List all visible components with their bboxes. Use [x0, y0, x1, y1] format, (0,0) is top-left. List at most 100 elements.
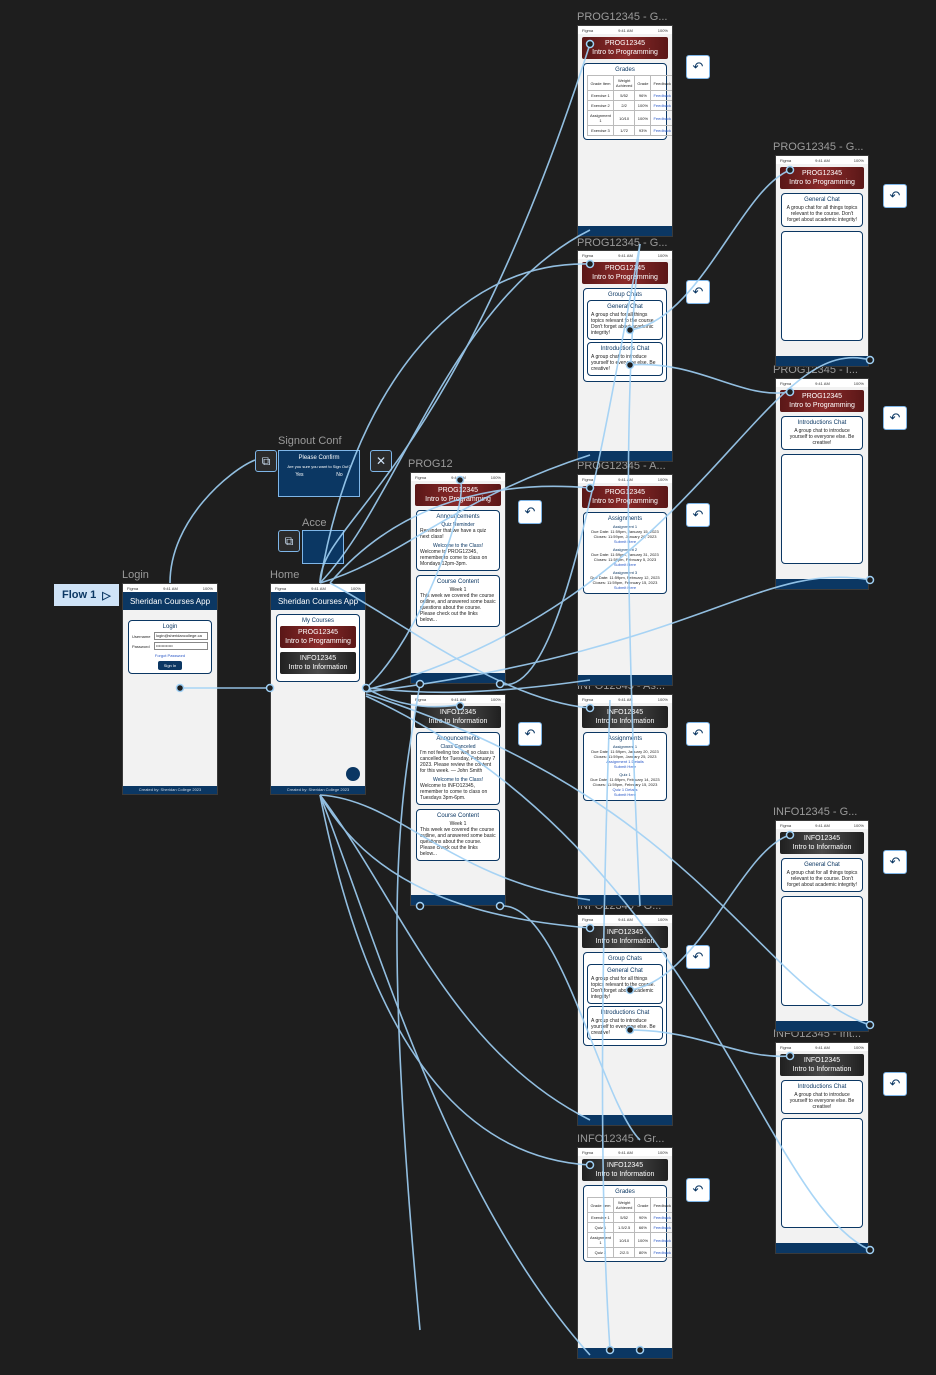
tab-bar[interactable] [776, 356, 868, 366]
details-link[interactable]: Assignment 1 Details [606, 759, 644, 764]
week-text: This week we covered the course outline,… [420, 593, 496, 623]
announcement-title[interactable]: Welcome to the Class! [433, 777, 483, 783]
frame-label-info-general[interactable]: INFO12345 - G... [773, 806, 858, 818]
submit-link[interactable]: Submit Here [613, 764, 637, 769]
flow-label: Flow 1 [62, 589, 97, 601]
forgot-password-link[interactable]: Forgot Password [154, 653, 186, 658]
frame-label-prog-course[interactable]: PROG12 [408, 458, 453, 470]
tab-bar[interactable] [578, 1115, 672, 1125]
frame-label-login[interactable]: Login [122, 569, 149, 581]
overlay-icon[interactable]: ⧉ [278, 530, 300, 552]
course-content-heading: Course Content [436, 813, 480, 819]
frame-label-home[interactable]: Home [270, 569, 300, 581]
tab-bar[interactable] [776, 579, 868, 589]
my-courses-heading: My Courses [301, 618, 334, 624]
submit-link[interactable]: Submit Here [613, 585, 637, 590]
close-icon[interactable]: ✕ [370, 450, 392, 472]
grades-heading: Grades [615, 1189, 635, 1195]
tab-bar[interactable] [578, 1348, 672, 1358]
yes-button[interactable]: Yes [295, 472, 304, 478]
announcement-text: Welcome to INFO12345, remember to come t… [420, 783, 488, 801]
tab-bar[interactable] [776, 1021, 868, 1031]
week-title[interactable]: Week 1 [449, 587, 467, 593]
tab-bar[interactable] [578, 895, 672, 905]
footer: Created by: Sheridan College 2023 [123, 786, 217, 794]
back-arrow-icon[interactable]: ↶ [518, 722, 542, 746]
tab-bar[interactable] [578, 675, 672, 685]
back-arrow-icon[interactable]: ↶ [686, 503, 710, 527]
username-field[interactable]: login@sheridancollege.ca [154, 632, 208, 640]
frame-label-prog-grades[interactable]: PROG12345 - G... [577, 11, 668, 23]
accessibility-fab[interactable] [346, 767, 360, 781]
feedback-link[interactable]: Feedback [650, 1247, 672, 1258]
week-title[interactable]: Week 1 [449, 821, 467, 827]
play-icon[interactable]: ▷ [102, 589, 111, 602]
password-field[interactable]: •••••••••••• [154, 642, 208, 650]
back-arrow-icon[interactable]: ↶ [686, 55, 710, 79]
back-arrow-icon[interactable]: ↶ [686, 722, 710, 746]
password-label: Password [132, 643, 150, 649]
grades-heading: Grades [615, 67, 635, 73]
submit-link[interactable]: Submit Here [613, 792, 637, 797]
back-arrow-icon[interactable]: ↶ [883, 850, 907, 874]
frame-label-prog-groupchats[interactable]: PROG12345 - G... [577, 237, 668, 249]
no-button[interactable]: No [336, 472, 343, 478]
announcement-title[interactable]: Welcome to the Class! [433, 543, 483, 549]
back-arrow-icon[interactable]: ↶ [518, 500, 542, 524]
back-arrow-icon[interactable]: ↶ [686, 1178, 710, 1202]
frame-label-prog-general[interactable]: PROG12345 - G... [773, 141, 864, 153]
footer: Created by: Sheridan College 2023 [271, 786, 365, 794]
announcements-heading: Announcements [436, 514, 480, 520]
submit-link[interactable]: Submit Here [613, 539, 637, 544]
tab-bar[interactable] [578, 226, 672, 236]
group-chats-heading: Group Chats [607, 956, 643, 962]
flow-start-tag[interactable]: Flow 1 ▷ [54, 584, 119, 606]
tab-bar[interactable] [411, 895, 505, 905]
frame-label-prog-assignments[interactable]: PROG12345 - A... [577, 460, 666, 472]
tab-bar[interactable] [776, 1243, 868, 1253]
feedback-link[interactable]: Feedback [650, 125, 672, 136]
frame-label-accessibility[interactable]: Acce [302, 517, 327, 529]
chat-messages [781, 1118, 863, 1228]
back-arrow-icon[interactable]: ↶ [883, 184, 907, 208]
submit-link[interactable]: Submit Here [613, 562, 637, 567]
back-arrow-icon[interactable]: ↶ [883, 406, 907, 430]
sign-in-button[interactable]: Sign In [157, 661, 183, 670]
assignments-card: Assignments Assignment 1 Due Date: 11:59… [583, 512, 667, 594]
back-arrow-icon[interactable]: ↶ [686, 280, 710, 304]
back-arrow-icon[interactable]: ↶ [686, 945, 710, 969]
tab-bar[interactable] [578, 451, 672, 461]
frame-label-signout[interactable]: Signout Conf [278, 435, 342, 447]
details-link[interactable]: Quiz 1 Details [612, 787, 638, 792]
back-arrow-icon[interactable]: ↶ [883, 1072, 907, 1096]
overlay-icon[interactable]: ⧉ [255, 450, 277, 472]
signout-text: Are you sure you want to Sign Out? [287, 464, 351, 469]
announcement-title[interactable]: Quiz Reminder [441, 522, 475, 528]
frame-label-info-grades[interactable]: INFO12345 - Gr... [577, 1133, 665, 1145]
